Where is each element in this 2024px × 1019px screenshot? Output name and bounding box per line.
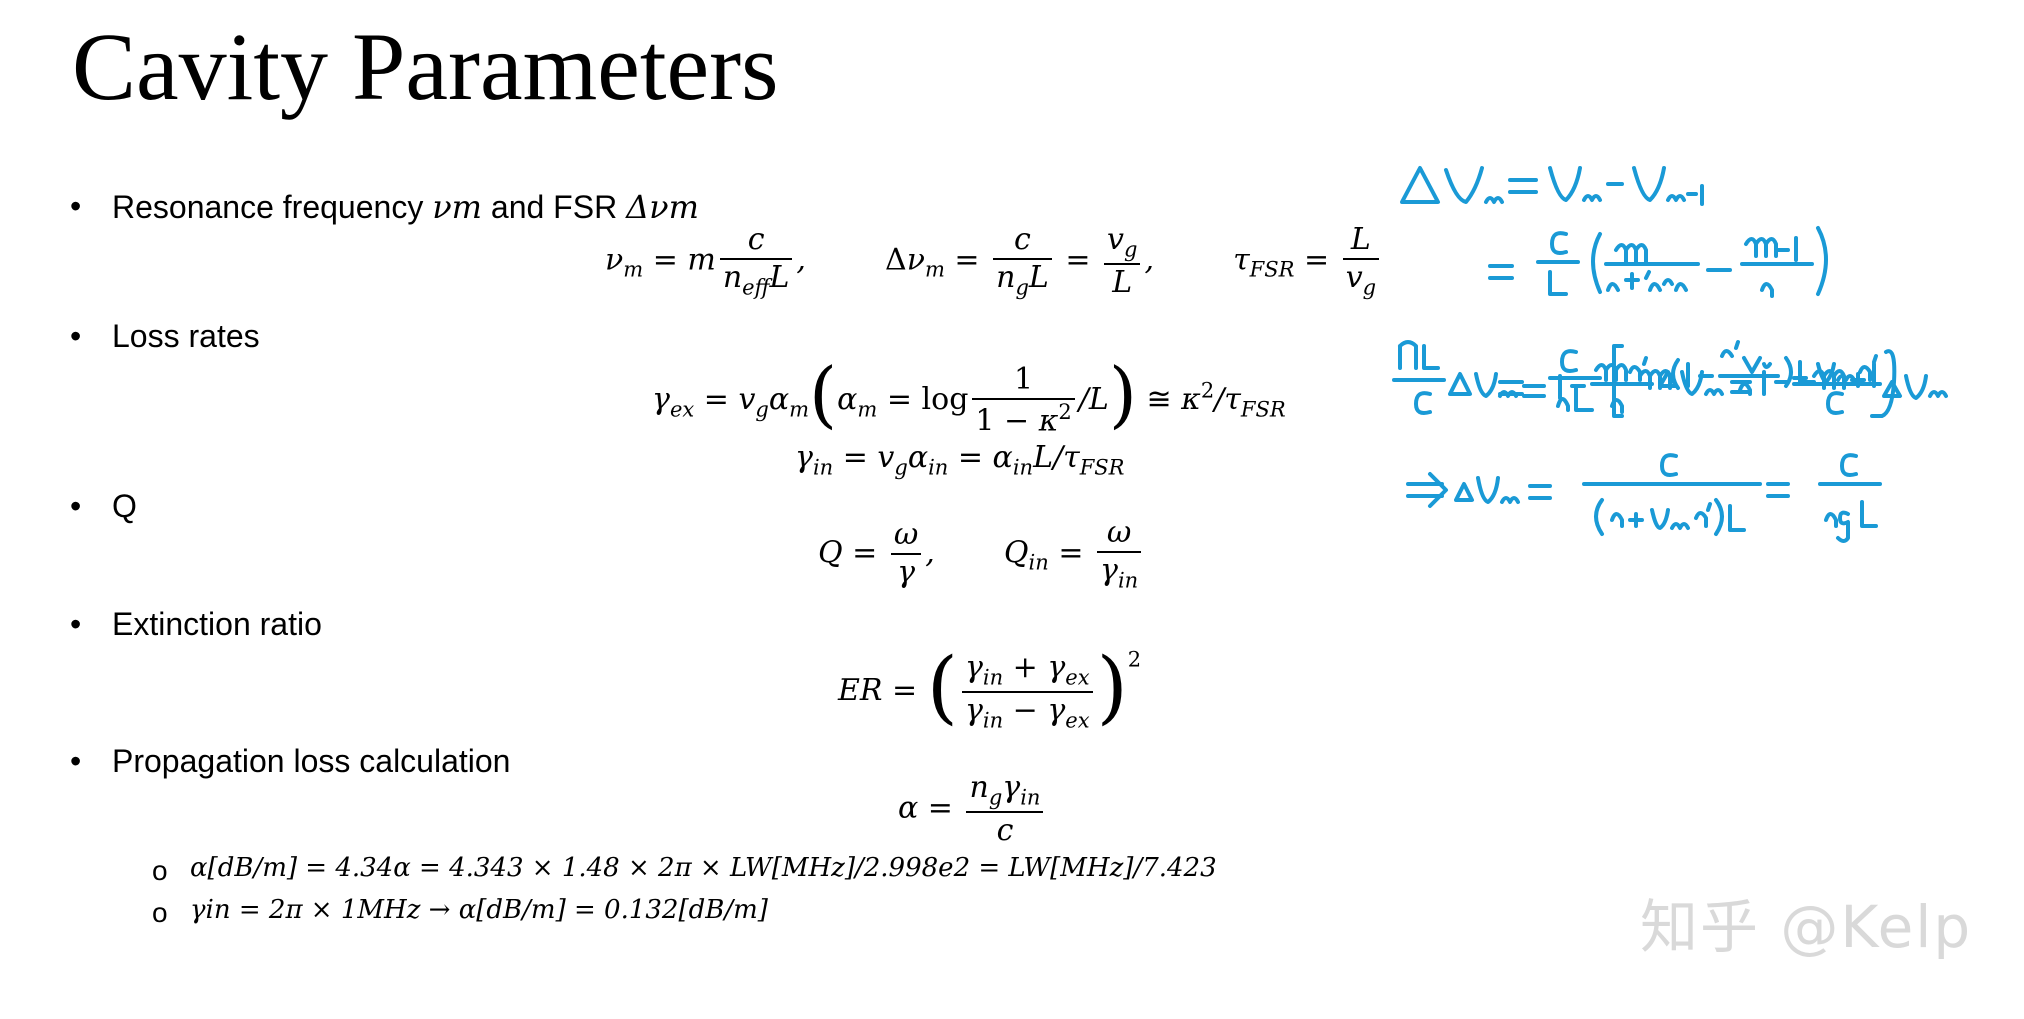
- bullet-resonance-label: Resonance frequency: [112, 189, 424, 225]
- sub-bullet-marker: o: [152, 855, 168, 886]
- bullet-resonance-connector: and FSR: [490, 189, 618, 225]
- bullet-propagation-loss: Propagation loss calculation: [112, 743, 511, 779]
- handwritten-derivation: [1392, 166, 1948, 543]
- bullet-resonance: Resonance frequency νm and FSR Δνm: [112, 188, 699, 226]
- symbol-delta-nu-m: Δνm: [626, 188, 699, 226]
- bullet-dot: •: [70, 606, 82, 642]
- bullet-q: Q: [112, 488, 137, 524]
- bullet-dot: •: [70, 743, 82, 779]
- bullet-loss-rates: Loss rates: [112, 318, 260, 354]
- bullet-dot: •: [70, 318, 82, 354]
- slide-title: Cavity Parameters: [72, 13, 779, 120]
- sub-bullet-marker: o: [152, 897, 168, 928]
- equation-gamma-in: γin = vgαin = αinL/τFSR: [795, 440, 1125, 480]
- watermark-text: 知乎 @Kelp: [1640, 893, 1973, 961]
- sub-bullet-alpha-db: α[dB/m] = 4.34α = 4.343 × 1.48 × 2π × LW…: [190, 853, 1217, 883]
- sub-bullet-gamma-in: γin = 2π × 1MHz → α[dB/m] = 0.132[dB/m]: [190, 895, 768, 925]
- symbol-nu-m: νm: [432, 188, 482, 226]
- bullet-dot: •: [70, 488, 82, 524]
- bullet-extinction-ratio: Extinction ratio: [112, 606, 322, 642]
- bullet-dot: •: [70, 188, 82, 224]
